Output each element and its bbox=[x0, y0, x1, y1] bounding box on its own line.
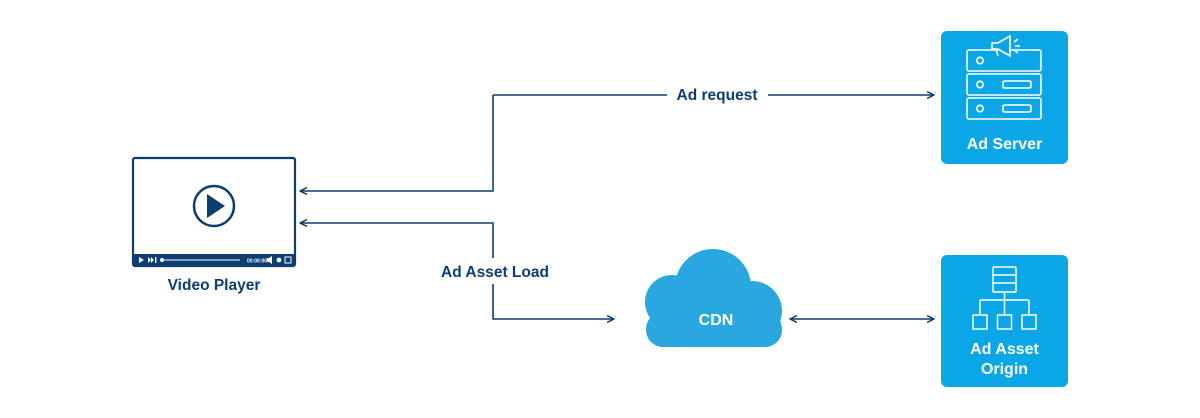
hierarchy-icon bbox=[972, 266, 1037, 330]
ad-asset-origin-label-line2: Origin bbox=[981, 361, 1028, 378]
cloud-icon bbox=[645, 249, 782, 347]
ad-request-arrow-to-player bbox=[299, 95, 494, 195]
cdn-label: CDN bbox=[699, 312, 734, 329]
time-readout: 00:00:00 bbox=[247, 259, 267, 265]
ad-asset-origin-label-line1: Ad Asset bbox=[970, 341, 1039, 358]
ad-asset-load-label: Ad Asset Load bbox=[441, 264, 549, 281]
ad-server-node: Ad Server bbox=[941, 31, 1068, 164]
ad-request-label: Ad request bbox=[677, 87, 758, 104]
ad-server-icon bbox=[966, 34, 1042, 120]
video-player-node: 00:00:00 Video Player bbox=[131, 156, 297, 294]
ad-asset-load-arrow-to-player bbox=[299, 219, 494, 258]
cdn-node: CDN bbox=[645, 249, 782, 347]
video-player-icon: 00:00:00 bbox=[131, 156, 297, 268]
ad-asset-origin-box bbox=[941, 255, 1068, 387]
ad-asset-origin-node: Ad Asset Origin bbox=[941, 255, 1068, 387]
video-player-label: Video Player bbox=[168, 277, 261, 294]
ad-asset-load-edge: Ad Asset Load bbox=[299, 219, 615, 323]
ad-asset-load-arrow-to-cdn bbox=[492, 284, 615, 323]
ad-server-label: Ad Server bbox=[967, 136, 1043, 153]
ad-request-edge: Ad request bbox=[299, 87, 934, 195]
